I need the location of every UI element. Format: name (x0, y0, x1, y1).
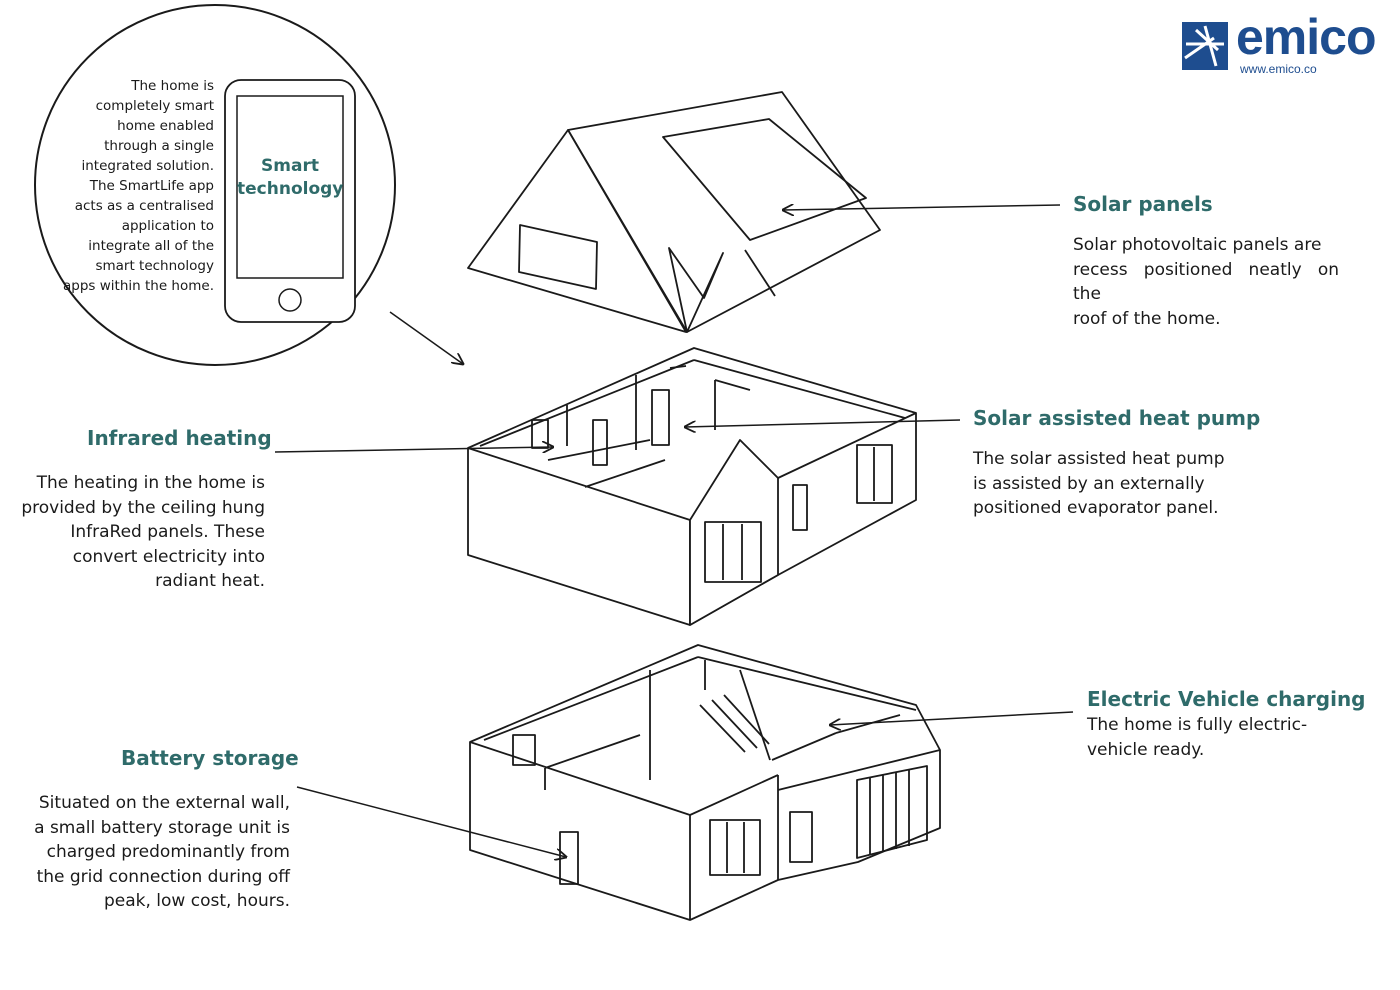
solar-line: recess positioned neatly on the (1073, 259, 1339, 305)
heat-pump-line: is assisted by an externally (973, 473, 1205, 494)
callout-lines (274, 205, 1074, 857)
smartphone-home-button (278, 288, 302, 312)
phone-label-line: technology (237, 179, 344, 199)
heat-pump-line: positioned evaporator panel. (973, 498, 1219, 518)
solar-line: roof of the home. (1073, 308, 1221, 329)
battery-line: Situated on the external wall, (38, 793, 290, 813)
ev-charging-title: Electric Vehicle charging (1087, 687, 1366, 711)
smart-line: through a single (104, 138, 214, 154)
smart-line: The home is (131, 78, 214, 94)
ev-line: vehicle ready. (1087, 739, 1205, 760)
solar-panels-description: Solar photovoltaic panels are recess pos… (1073, 233, 1339, 331)
smart-line: apps within the home. (63, 278, 214, 294)
battery-storage-title: Battery storage (121, 746, 299, 770)
phone-screen-label: Smart technology (237, 155, 343, 201)
smart-line: integrate all of the (88, 238, 214, 254)
battery-line: peak, low cost, hours. (103, 891, 290, 911)
first-floor-illustration (467, 347, 917, 626)
smart-line: smart technology (95, 258, 214, 274)
battery-line: charged predominantly from (46, 842, 290, 862)
emico-logo-mark (1182, 22, 1228, 70)
solar-panel-outline (662, 118, 867, 241)
smart-line: The SmartLife app (89, 178, 214, 194)
battery-storage-description: Situated on the external wall, a small b… (10, 791, 290, 914)
infrared-heating-title: Infrared heating (87, 426, 272, 450)
window-first-floor-front (704, 521, 762, 583)
smart-line: integrated solution. (81, 158, 214, 174)
battery-line: the grid connection during off (36, 866, 290, 887)
roof-window (518, 224, 598, 290)
phone-label-line: Smart (261, 156, 319, 176)
ground-floor-door (789, 811, 813, 863)
infrared-line: InfraRed panels. These (70, 522, 265, 542)
heat-pump-leader (685, 419, 961, 427)
smart-technology-bubble (34, 4, 463, 366)
ev-charging-description: The home is fully electric- vehicle read… (1087, 713, 1337, 762)
smart-line: home enabled (117, 118, 214, 134)
garage-door (856, 765, 928, 859)
smart-line: completely smart (95, 98, 214, 114)
infrared-line: radiant heat. (155, 571, 265, 591)
ev-charging-leader (830, 711, 1074, 725)
smart-technology-description: The home is completely smart home enable… (46, 76, 214, 296)
logo-wordmark: emico (1236, 9, 1377, 65)
solar-panels-title: Solar panels (1073, 192, 1213, 216)
infrared-line: The heating in the home is (36, 473, 265, 493)
window-ground-floor-front (709, 819, 761, 876)
ground-floor-illustration (469, 644, 941, 921)
smart-line: application to (121, 218, 214, 234)
smart-line: acts as a centralised (74, 198, 214, 214)
ev-line: The home is fully electric- (1087, 715, 1308, 735)
infrared-heating-description: The heating in the home is provided by t… (20, 471, 265, 594)
roof-illustration (467, 91, 881, 333)
smartphone-screen (236, 95, 344, 279)
infrared-line: convert electricity into (72, 546, 265, 567)
logo-url: www.emico.co (1240, 62, 1317, 76)
heat-pump-line: The solar assisted heat pump (973, 449, 1225, 469)
solar-line: Solar photovoltaic panels are (1073, 235, 1322, 255)
battery-line: a small battery storage unit is (34, 817, 290, 838)
heat-pump-description: The solar assisted heat pump is assisted… (973, 447, 1233, 521)
window-first-floor-side (856, 444, 893, 504)
solar-panels-leader (783, 205, 1061, 210)
infrared-heating-leader (274, 447, 553, 452)
battery-storage-leader (296, 786, 566, 857)
bubble-pointer-line (389, 311, 463, 364)
infrared-line: provided by the ceiling hung (21, 497, 265, 518)
heat-pump-title: Solar assisted heat pump (973, 406, 1261, 430)
